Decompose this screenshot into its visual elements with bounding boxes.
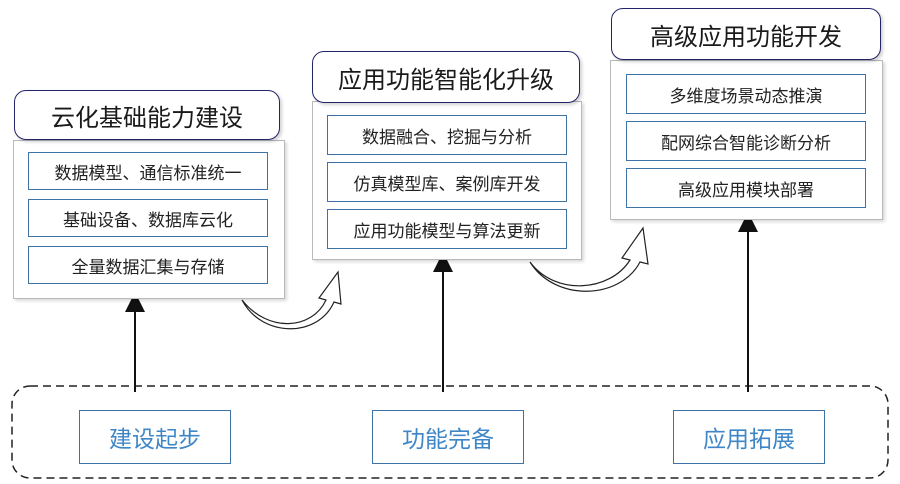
column-3-item-3: 高级应用模块部署 bbox=[626, 168, 866, 208]
column-1-item-2: 基础设备、数据库云化 bbox=[28, 199, 268, 237]
column-3-item-1: 多维度场景动态推演 bbox=[626, 74, 866, 114]
stage-box-3: 应用拓展 bbox=[673, 410, 825, 464]
stage-region-dashed-border bbox=[11, 385, 889, 479]
column-1-item-3: 全量数据汇集与存储 bbox=[28, 246, 268, 284]
stage-box-2: 功能完备 bbox=[372, 410, 524, 464]
transition-arrow-2 bbox=[529, 226, 649, 292]
column-2-title: 应用功能智能化升级 bbox=[312, 51, 580, 103]
transition-arrow-1 bbox=[241, 270, 342, 330]
column-1-item-1: 数据模型、通信标准统一 bbox=[28, 152, 268, 190]
column-3-title: 高级应用功能开发 bbox=[611, 8, 881, 60]
column-1-title: 云化基础能力建设 bbox=[14, 90, 280, 140]
column-2-item-1: 数据融合、挖掘与分析 bbox=[327, 115, 567, 155]
stage-box-1: 建设起步 bbox=[79, 410, 231, 464]
column-3-item-2: 配网综合智能诊断分析 bbox=[626, 121, 866, 161]
column-2-item-3: 应用功能模型与算法更新 bbox=[327, 209, 567, 249]
column-2-item-2: 仿真模型库、案例库开发 bbox=[327, 162, 567, 202]
